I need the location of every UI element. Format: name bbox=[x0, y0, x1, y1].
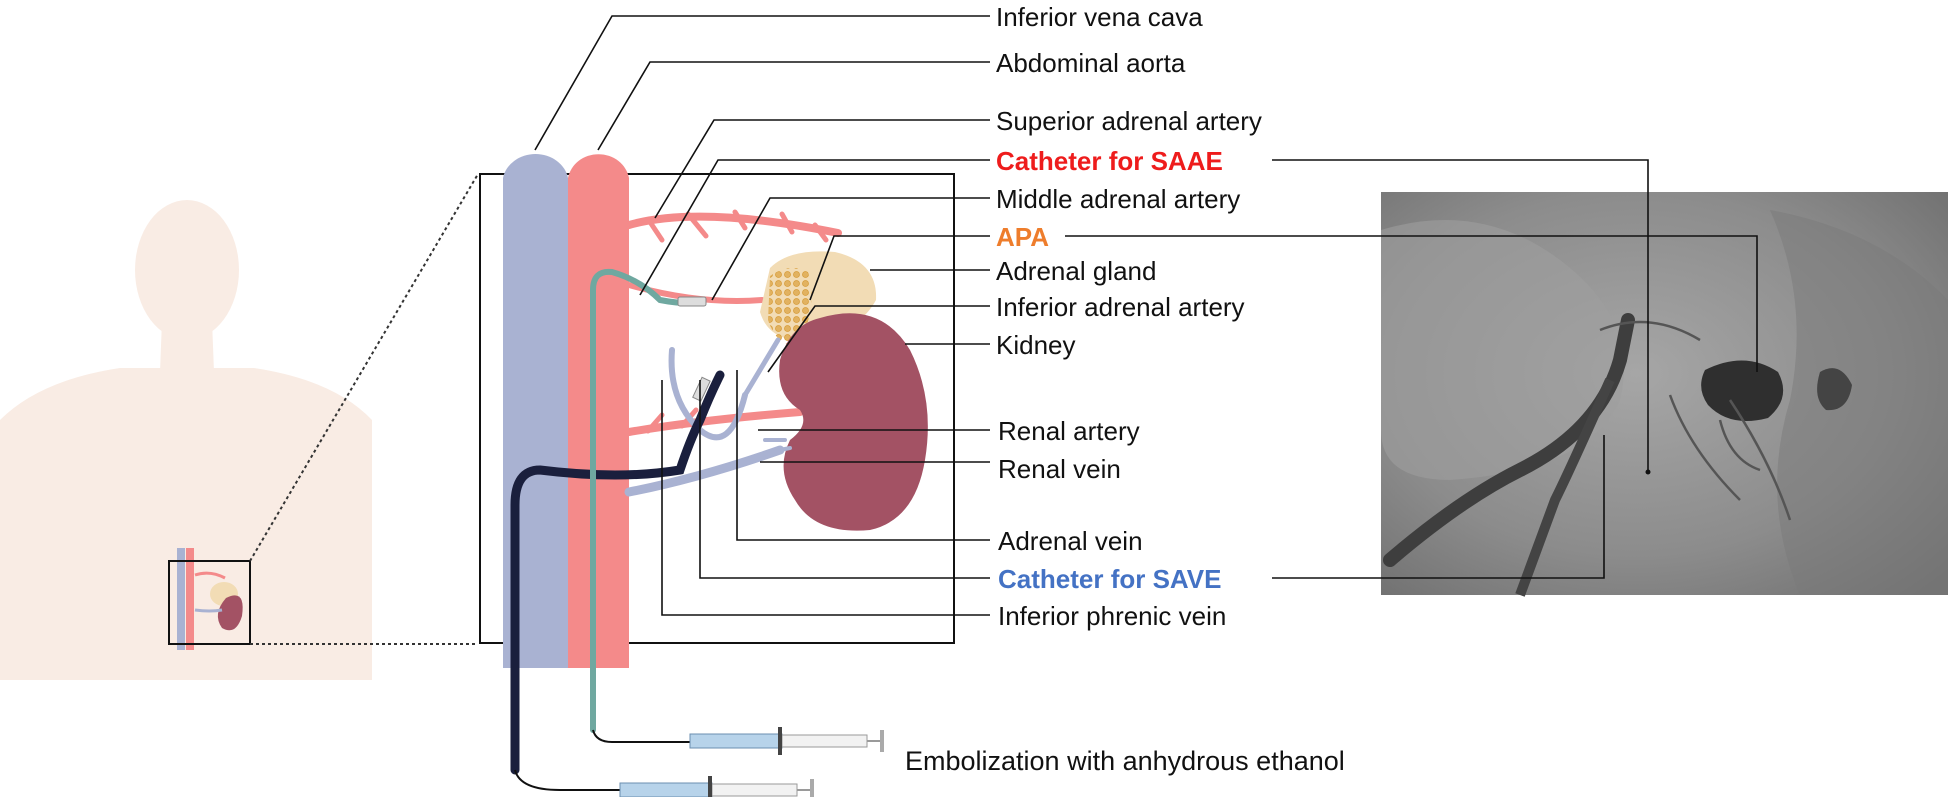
connector-save bbox=[1272, 435, 1605, 579]
superior-adrenal-artery bbox=[625, 212, 842, 237]
label-adrenal-gland: Adrenal gland bbox=[996, 256, 1157, 286]
zoom-line-top bbox=[249, 173, 479, 562]
label-abdominal-aorta: Abdominal aorta bbox=[996, 48, 1186, 78]
label-catheter-saae: Catheter for SAAE bbox=[996, 146, 1223, 176]
angiogram-tumor-stain bbox=[1701, 360, 1784, 422]
label-adrenal-vein: Adrenal vein bbox=[998, 526, 1143, 556]
label-inferior-phrenic-vein: Inferior phrenic vein bbox=[998, 601, 1227, 631]
kidney bbox=[779, 313, 928, 531]
catheter-save-tip bbox=[692, 376, 711, 402]
caption-embolization: Embolization with anhydrous ethanol bbox=[905, 746, 1345, 776]
label-middle-adrenal-artery: Middle adrenal artery bbox=[996, 184, 1241, 214]
veins bbox=[624, 337, 792, 497]
angiogram-image bbox=[1381, 192, 1948, 597]
catheter-save bbox=[510, 370, 725, 775]
human-torso-illustration bbox=[0, 200, 372, 680]
syringe-icon bbox=[689, 727, 884, 755]
renal-vein bbox=[624, 445, 785, 497]
label-catheter-save: Catheter for SAVE bbox=[998, 564, 1222, 594]
catheter-saae-tip bbox=[677, 296, 707, 307]
label-inferior-vena-cava: Inferior vena cava bbox=[996, 2, 1203, 32]
adrenal-vein bbox=[742, 337, 781, 398]
leader-lines bbox=[534, 15, 990, 616]
label-inferior-adrenal-artery: Inferior adrenal artery bbox=[996, 292, 1245, 322]
mini-anatomy bbox=[177, 548, 243, 650]
syringe-icon bbox=[619, 776, 814, 797]
label-superior-adrenal-artery: Superior adrenal artery bbox=[996, 106, 1262, 136]
connector-apa bbox=[1065, 235, 1758, 372]
zoom-box-small bbox=[168, 560, 251, 645]
connector-saae bbox=[1272, 159, 1649, 472]
label-kidney: Kidney bbox=[996, 330, 1076, 360]
label-renal-vein: Renal vein bbox=[998, 454, 1121, 484]
label-renal-artery: Renal artery bbox=[998, 416, 1140, 446]
abdominal-aorta bbox=[568, 154, 629, 669]
label-apa: APA bbox=[996, 222, 1049, 252]
